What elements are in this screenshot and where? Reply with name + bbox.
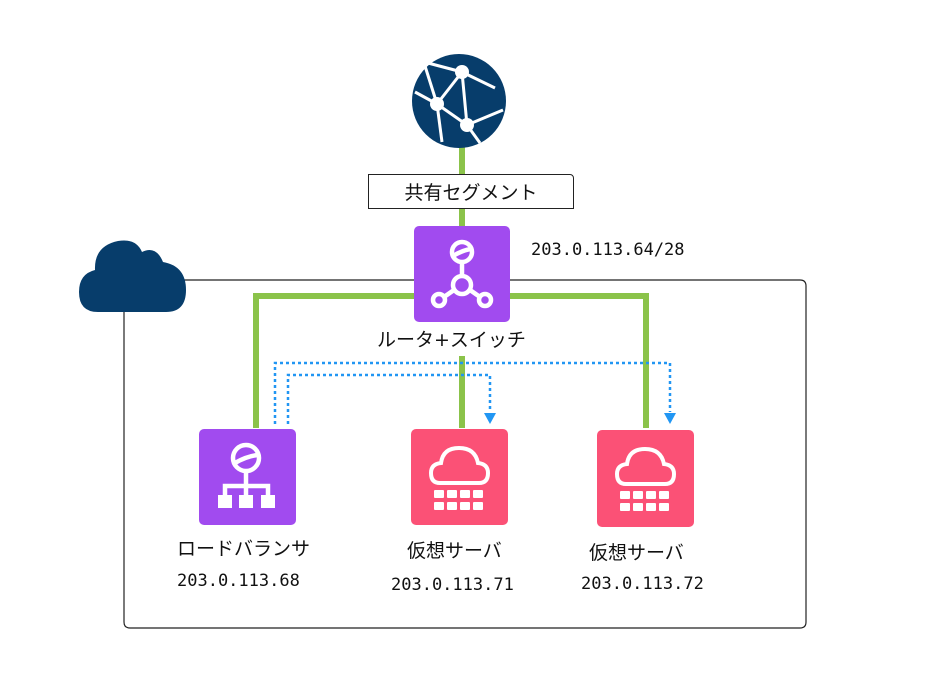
virtual-server-node-1[interactable] xyxy=(411,429,508,525)
cloud-region-border xyxy=(123,279,807,629)
arrow-lb-vs2 xyxy=(273,361,672,424)
arrowhead-vs2 xyxy=(664,413,676,424)
cloud-icon xyxy=(79,240,186,312)
load-balancer-node[interactable] xyxy=(199,429,296,525)
virtual-server-node-2[interactable] xyxy=(597,430,694,527)
arrow-lb-vs1 xyxy=(286,373,492,424)
arrowhead-vs1 xyxy=(484,413,496,424)
lb-ip: 203.0.113.68 xyxy=(177,571,300,591)
lb-label: ロードバランサ xyxy=(177,538,311,560)
vs1-ip: 203.0.113.71 xyxy=(391,575,514,595)
link-router-lb xyxy=(253,293,414,428)
traffic-arrows xyxy=(273,361,672,424)
globe-network-icon xyxy=(412,54,506,148)
router-label: ルータ+スイッチ xyxy=(377,329,526,351)
cloud-server-icon xyxy=(428,445,491,510)
vs2-label: 仮想サーバ xyxy=(589,542,684,564)
router-subnet: 203.0.113.64/28 xyxy=(531,240,685,260)
shared-segment-label: 共有セグメント xyxy=(368,174,574,209)
load-balancer-icon xyxy=(218,442,275,508)
cloud-server-icon xyxy=(614,446,677,511)
network-links xyxy=(253,145,649,428)
router-node[interactable] xyxy=(414,226,510,322)
link-router-vs2 xyxy=(510,293,649,428)
vs2-ip: 203.0.113.72 xyxy=(581,574,704,594)
shared-segment-text: 共有セグメント xyxy=(404,182,538,204)
router-hub-icon xyxy=(430,239,494,309)
vs1-label: 仮想サーバ xyxy=(407,540,502,562)
